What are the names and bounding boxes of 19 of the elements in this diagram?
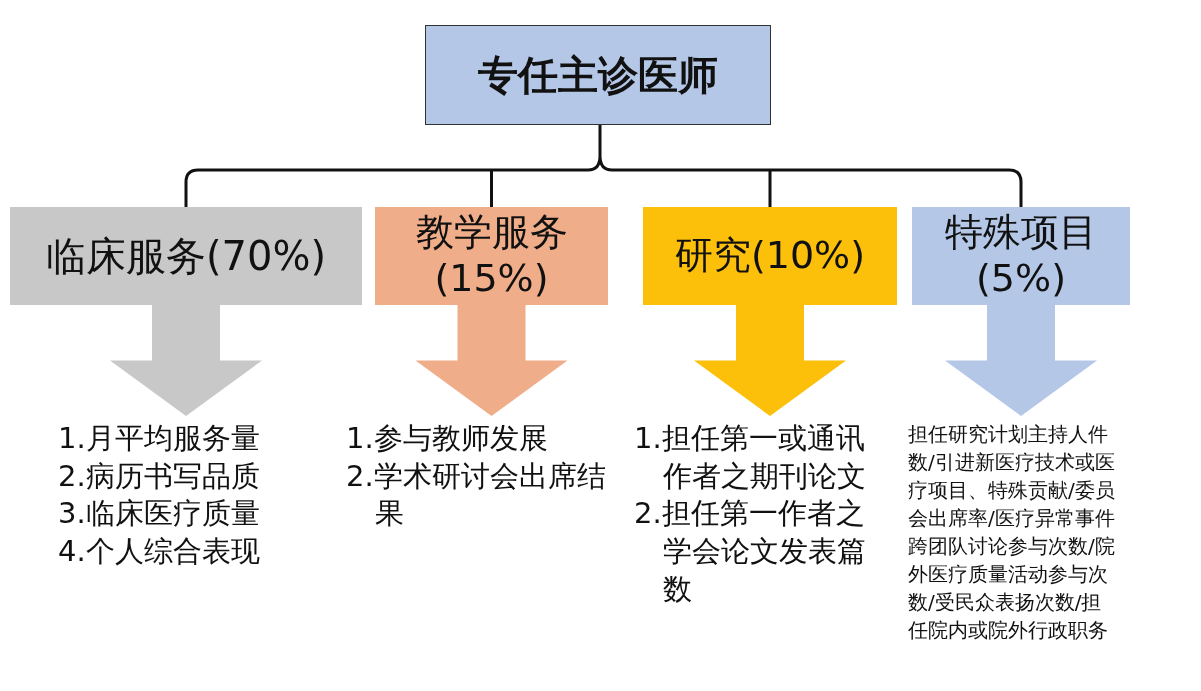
list-item: 2.学术研讨会出席结果 — [346, 457, 607, 533]
block-arrow — [110, 305, 262, 416]
list-item: 2.担任第一作者之学会论文发表篇数 — [634, 495, 867, 608]
list-item: 1.担任第一或通讯作者之期刊论文 — [634, 420, 867, 495]
block-arrow — [945, 305, 1097, 416]
list-item: 4.个人综合表现 — [58, 533, 261, 571]
category-box: 特殊项目(5%) — [912, 207, 1130, 305]
category-box: 临床服务(70%) — [10, 207, 362, 305]
title-box: 专任主诊医师 — [425, 25, 771, 125]
category-box: 教学服务(15%) — [375, 207, 608, 305]
list-item: 1.月平均服务量 — [58, 420, 261, 457]
description-text: 担任研究计划主持人件数/引进新医疗技术或医疗项目、特殊贡献/委员会出席率/医疗异常事件跨团队讨论参与次数/院外医疗质量活动参与次数/受民众表扬次数/担任院内或院外行政职务 — [908, 420, 1116, 644]
list-item: 1.参与教师发展 — [346, 420, 549, 457]
block-arrow — [415, 305, 568, 416]
block-arrow — [694, 305, 846, 416]
brace-connector — [184, 123, 1023, 209]
list-item: 3.临床医疗质量 — [58, 495, 261, 533]
category-box: 研究(10%) — [643, 207, 897, 305]
list-item: 2.病历书写品质 — [58, 457, 261, 495]
